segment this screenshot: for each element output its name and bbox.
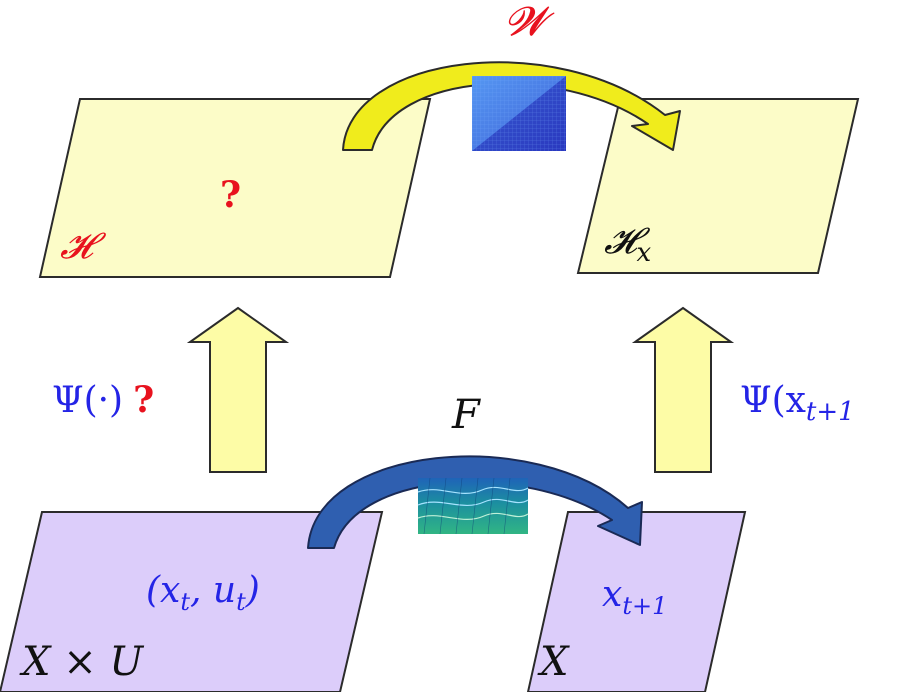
dynamics-label: F bbox=[451, 392, 481, 438]
bottom-right-point-subscript: t+1 bbox=[622, 592, 667, 620]
bottom-left-point-mid: , u bbox=[190, 570, 236, 611]
bottom-left-point-open: (x bbox=[146, 570, 180, 611]
left-lift-symbol: Ψ(·) bbox=[52, 380, 123, 421]
right-lift-subscript: t+1 bbox=[806, 397, 855, 427]
koopman-label: 𝓦 bbox=[505, 0, 555, 45]
right-lift-symbol: Ψ(x bbox=[740, 380, 806, 421]
bottom-left-point-sub-t: t bbox=[180, 588, 190, 616]
top-right-plane bbox=[576, 98, 860, 274]
bottom-right-point-label: xt+1 bbox=[602, 574, 667, 620]
right-lift-label: Ψ(xt+1 bbox=[740, 380, 855, 427]
left-lift-label: Ψ(·)? bbox=[52, 379, 154, 421]
surface-plot-icon bbox=[417, 477, 529, 535]
bottom-right-space-label: X bbox=[537, 639, 570, 685]
dynamics-arrow bbox=[307, 455, 643, 549]
koopman-arrow bbox=[342, 61, 681, 151]
bottom-left-point-close: ) bbox=[245, 570, 260, 611]
bottom-left-space-label: X × U bbox=[19, 639, 144, 685]
top-left-plane bbox=[38, 98, 432, 278]
bottom-right-point-symbol: x bbox=[602, 574, 622, 615]
left-lift-unknown-mark: ? bbox=[133, 379, 154, 421]
bottom-left-point-label: (xt, ut) bbox=[146, 570, 260, 616]
top-right-space-subscript: x bbox=[636, 238, 651, 268]
right-lift-arrow bbox=[631, 306, 735, 473]
matrix-heatmap-icon bbox=[472, 76, 566, 151]
top-left-unknown-mark: ? bbox=[220, 174, 241, 216]
top-right-space-label: 𝓗x bbox=[604, 221, 651, 268]
bottom-left-point-sub-t2: t bbox=[236, 588, 246, 616]
left-lift-arrow bbox=[186, 306, 290, 473]
